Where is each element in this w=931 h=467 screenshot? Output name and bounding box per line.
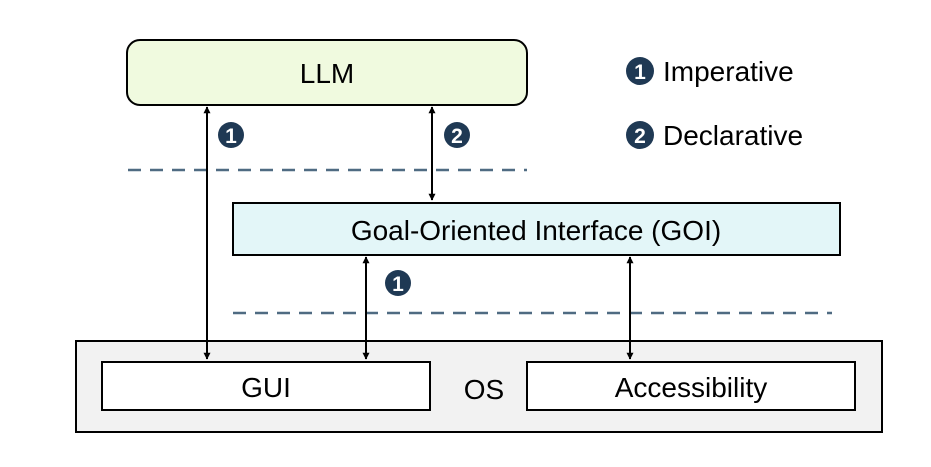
legend-imperative-number: 1 xyxy=(634,61,646,84)
badge-goi-gui-number: 1 xyxy=(392,273,404,296)
badge-goi-gui: 1 xyxy=(385,270,411,296)
badge-llm-goi-number: 2 xyxy=(451,125,463,148)
legend-item-declarative: 2 Declarative xyxy=(626,120,803,151)
goi-label: Goal-Oriented Interface (GOI) xyxy=(351,215,721,246)
gui-node xyxy=(101,361,431,411)
os-label: OS xyxy=(464,374,504,405)
llm-label: LLM xyxy=(300,58,354,89)
badge-llm-gui: 1 xyxy=(218,122,244,148)
llm-node xyxy=(126,39,528,106)
accessibility-label: Accessibility xyxy=(615,372,767,403)
legend-imperative-label: Imperative xyxy=(663,56,794,87)
goi-node xyxy=(232,202,841,256)
legend: 1 Imperative 2 Declarative xyxy=(626,56,803,151)
legend-item-imperative: 1 Imperative xyxy=(626,56,794,87)
accessibility-node xyxy=(526,361,856,411)
legend-declarative-label: Declarative xyxy=(663,120,803,151)
legend-declarative-number: 2 xyxy=(634,125,646,148)
badge-llm-goi: 2 xyxy=(444,122,470,148)
badge-llm-gui-number: 1 xyxy=(225,125,237,148)
gui-label: GUI xyxy=(241,372,291,403)
